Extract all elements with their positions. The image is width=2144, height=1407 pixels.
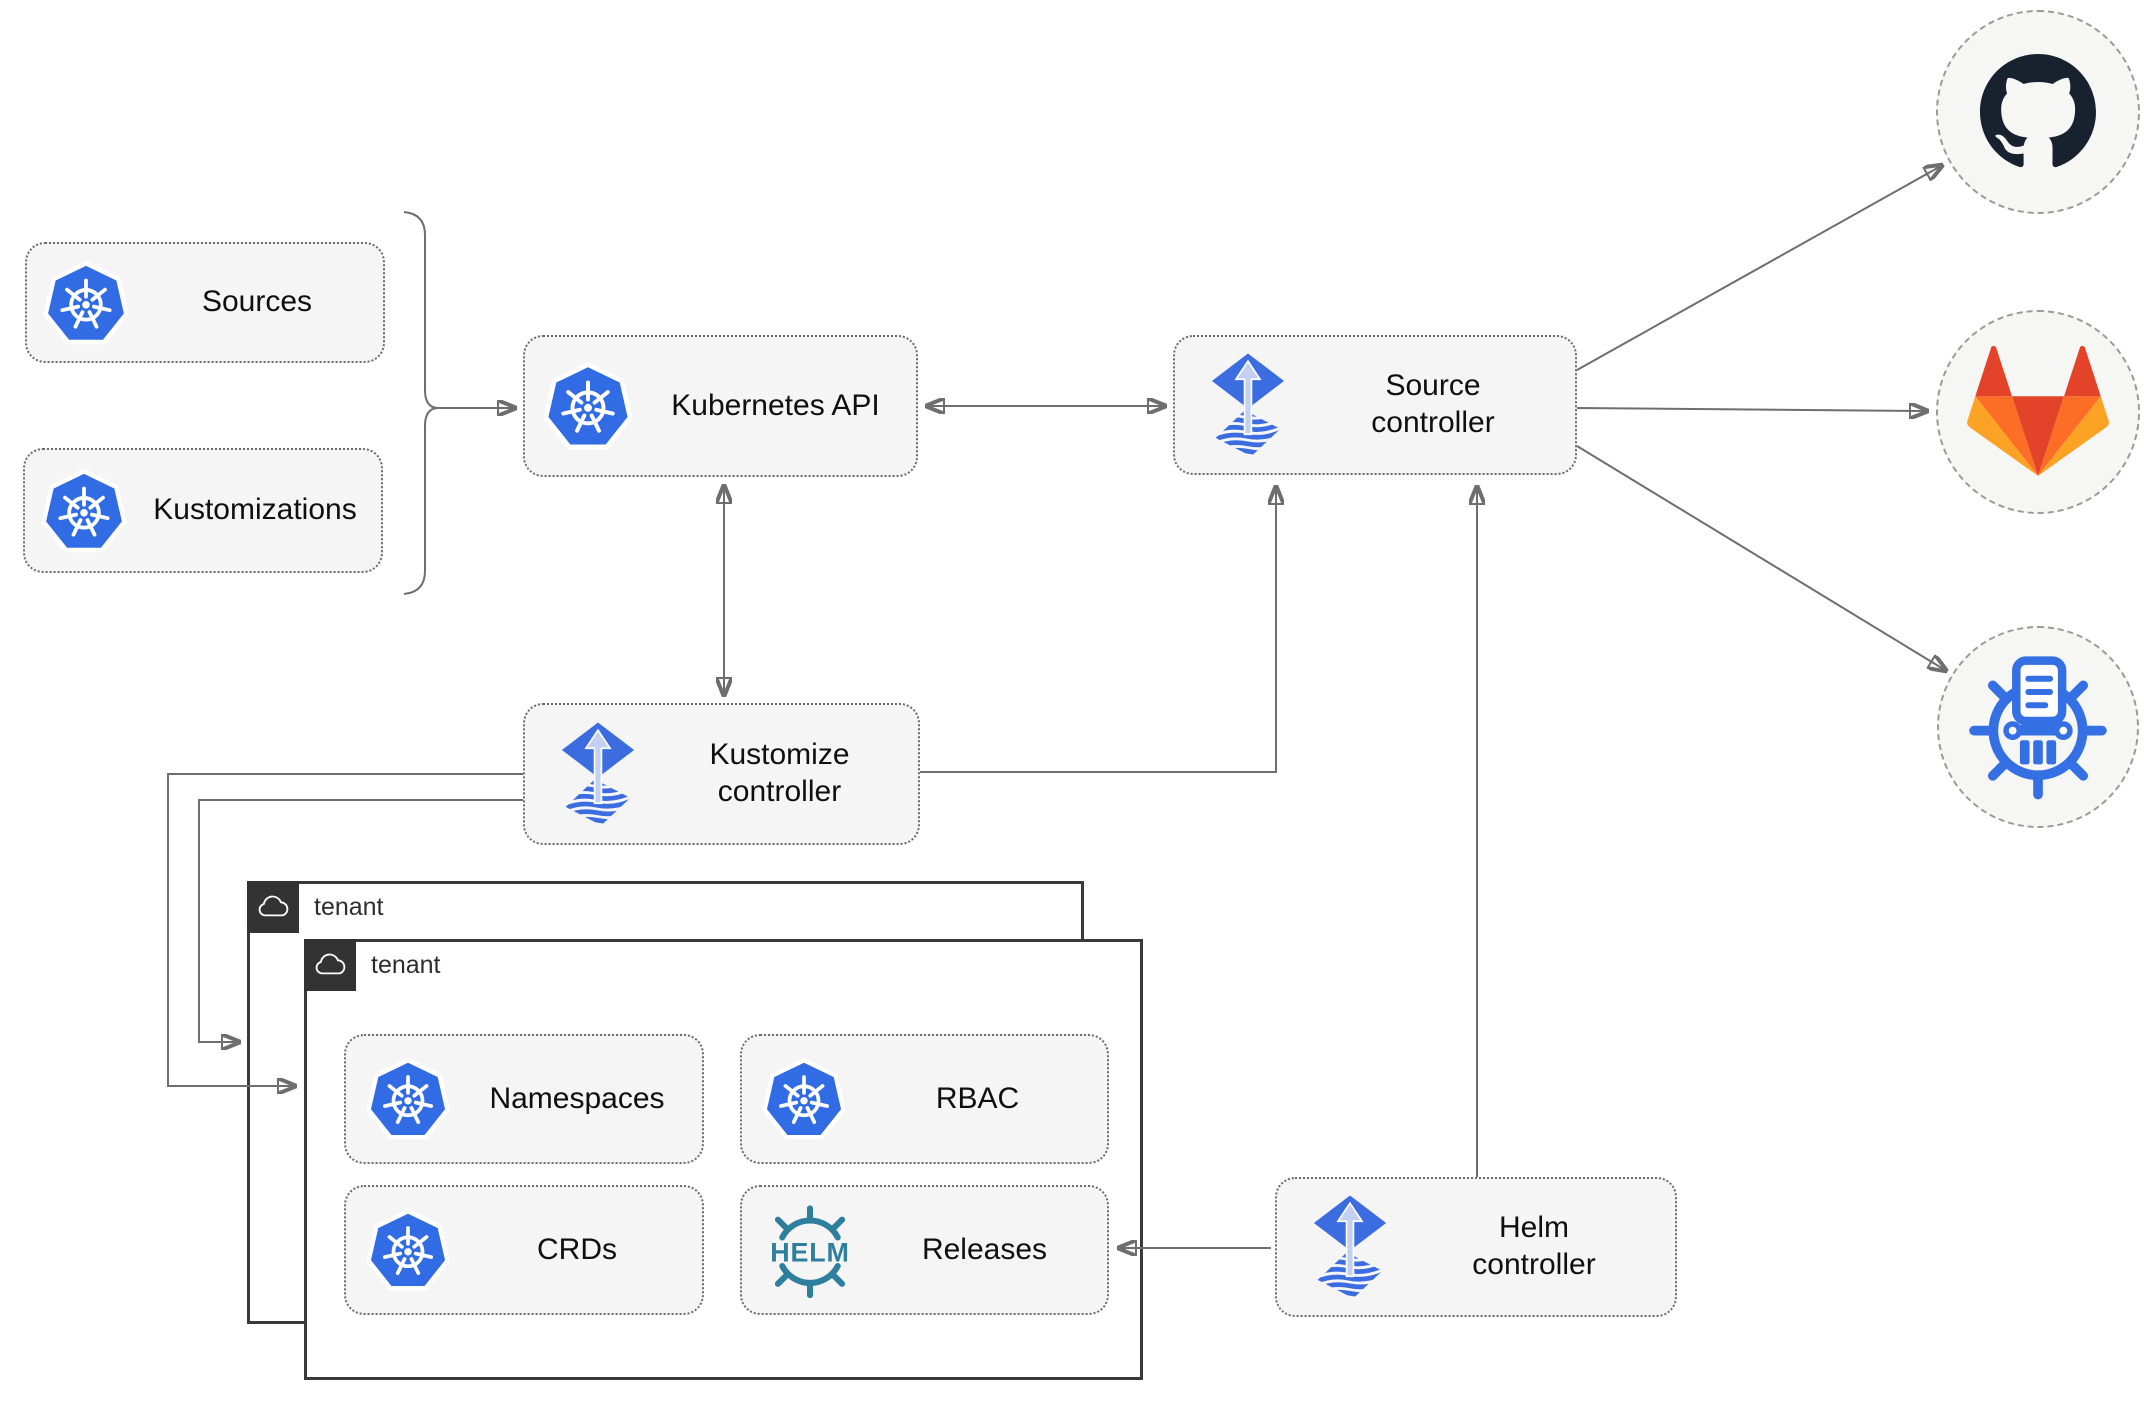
node-kubernetes-api-label: Kubernetes API (671, 388, 880, 422)
node-namespaces: Namespaces (344, 1034, 704, 1164)
flux-icon (1205, 350, 1291, 460)
node-helm-controller: Helm controller (1275, 1177, 1677, 1317)
endpoint-github (1936, 10, 2140, 214)
node-rbac: RBAC (740, 1034, 1109, 1164)
node-kustomize-controller-label: Kustomize controller (709, 738, 850, 808)
node-sources: Sources (25, 242, 385, 363)
node-source-controller-label: Source controller (1371, 369, 1495, 439)
node-rbac-label: RBAC (935, 1081, 1020, 1115)
chartmuseum-wheel-icon (1964, 651, 2112, 803)
tenant-front-label: tenant (371, 950, 441, 979)
kubernetes-icon (541, 359, 635, 453)
kubernetes-icon (41, 258, 131, 348)
tenant-front-tab (304, 939, 356, 991)
kubernetes-icon (760, 1055, 848, 1143)
kubernetes-icon (364, 1206, 452, 1294)
flux-icon (555, 719, 641, 829)
node-releases: HELM Releases (740, 1185, 1109, 1315)
node-namespaces-label: Namespaces (489, 1081, 665, 1115)
cloud-icon (313, 953, 347, 978)
kubernetes-icon (39, 466, 129, 556)
node-kustomize-controller: Kustomize controller (523, 703, 920, 845)
node-kustomizations: Kustomizations (23, 448, 383, 573)
node-crds-label: CRDs (537, 1232, 617, 1266)
connector-source-to-chartmuseum (1576, 445, 1945, 670)
node-releases-label: Releases (921, 1232, 1048, 1266)
cloud-icon (256, 895, 290, 920)
node-helm-controller-label: Helm controller (1472, 1211, 1596, 1281)
flux-icon (1307, 1192, 1393, 1302)
node-kustomizations-label: Kustomizations (153, 493, 357, 527)
node-source-controller: Source controller (1173, 335, 1577, 475)
connector-source-to-gitlab (1576, 408, 1926, 411)
helm-wordmark: HELM (770, 1237, 850, 1267)
github-octocat-icon (1979, 54, 2097, 170)
node-crds: CRDs (344, 1185, 704, 1315)
node-sources-label: Sources (201, 285, 313, 319)
gitlab-tanuki-icon (1963, 341, 2113, 483)
tenant-back-tab (247, 881, 299, 933)
endpoint-gitlab (1936, 310, 2140, 514)
node-kubernetes-api: Kubernetes API (523, 335, 918, 477)
connector-source-to-github (1576, 166, 1941, 371)
tenant-back-label: tenant (314, 892, 384, 921)
bracket-sources-group (403, 211, 438, 595)
kubernetes-icon (364, 1055, 452, 1143)
helm-icon: HELM (758, 1198, 862, 1302)
connector-kustomize-to-source (920, 488, 1276, 773)
endpoint-chartmuseum (1937, 626, 2139, 828)
